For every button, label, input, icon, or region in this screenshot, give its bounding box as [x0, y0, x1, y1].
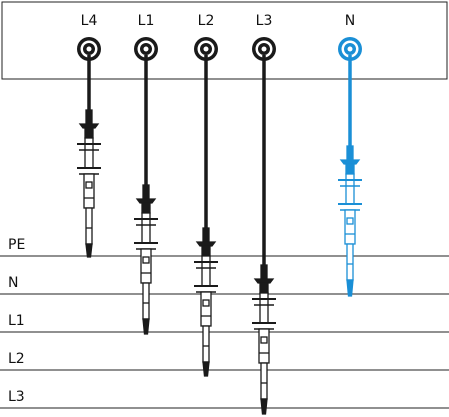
probe-l2: [194, 37, 218, 377]
socket-pin: [143, 46, 149, 52]
conductor-label-l2: L2: [8, 351, 25, 367]
probe-body: [194, 227, 218, 377]
probe-n: [338, 37, 362, 297]
terminal-label-l1: L1: [138, 13, 155, 29]
instrument-panel: [1, 1, 448, 80]
probe-l4: [77, 37, 101, 258]
test-probes: [77, 37, 362, 415]
probe-body: [134, 184, 158, 335]
conductor-label-l3: L3: [8, 389, 25, 405]
socket-pin: [347, 46, 353, 52]
conductor-label-l1: L1: [8, 313, 25, 329]
socket-pin: [261, 46, 267, 52]
conductor-label-n: N: [8, 275, 18, 291]
probe-l1: [134, 37, 158, 335]
probe-body: [338, 145, 362, 297]
conductor-label-pe: PE: [8, 237, 25, 253]
probe-body: [252, 264, 276, 415]
probe-l3: [252, 37, 276, 415]
terminal-label-l4: L4: [81, 13, 98, 29]
terminal-label-l3: L3: [256, 13, 273, 29]
socket-pin: [203, 46, 209, 52]
terminal-label-n: N: [345, 13, 355, 29]
socket-pin: [86, 46, 92, 52]
terminal-label-l2: L2: [198, 13, 215, 29]
probe-body: [77, 109, 101, 258]
